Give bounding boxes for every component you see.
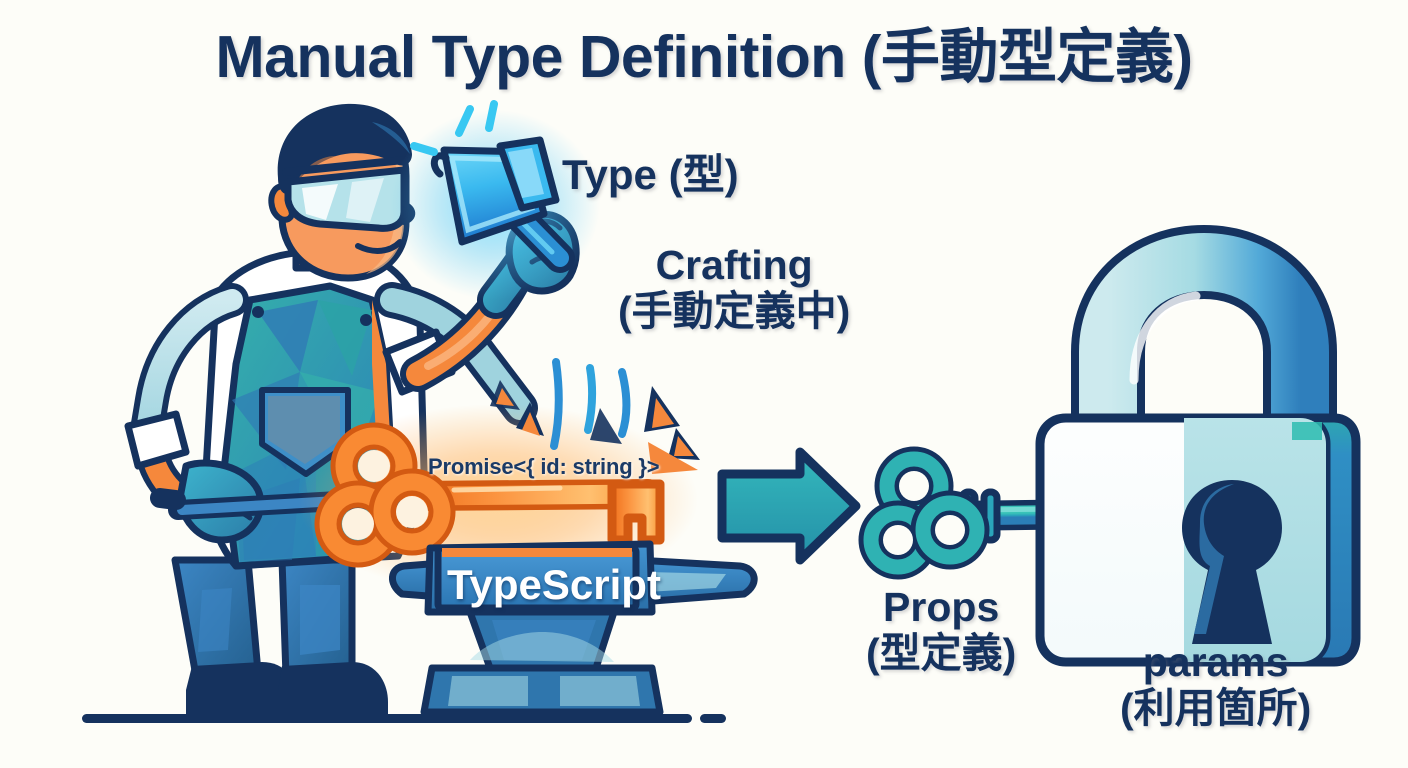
label-props-line1: Props [883,584,1000,630]
label-type: Type (型) [562,151,739,198]
label-crafting-line2: (手動定義中) [618,288,851,335]
page-title: Manual Type Definition (手動型定義) [215,24,1193,90]
label-promise-type: Promise<{ id: string }> [428,454,660,479]
sparks [490,358,700,474]
anvil [389,540,758,716]
label-props: Props (型定義) [866,585,1016,676]
label-params-line1: params [1142,639,1289,685]
label-params-line2: (利用箇所) [1120,685,1312,732]
label-params: params (利用箇所) [1120,640,1311,731]
label-crafting-line1: Crafting [655,242,813,288]
glowing-hammer [390,100,600,300]
label-typescript: TypeScript [447,561,661,608]
ground-line [82,714,726,723]
flow-arrow [717,447,861,565]
padlock [1035,224,1361,667]
hot-key [314,422,665,568]
label-props-line2: (型定義) [866,630,1017,677]
label-crafting: Crafting (手動定義中) [618,243,850,334]
